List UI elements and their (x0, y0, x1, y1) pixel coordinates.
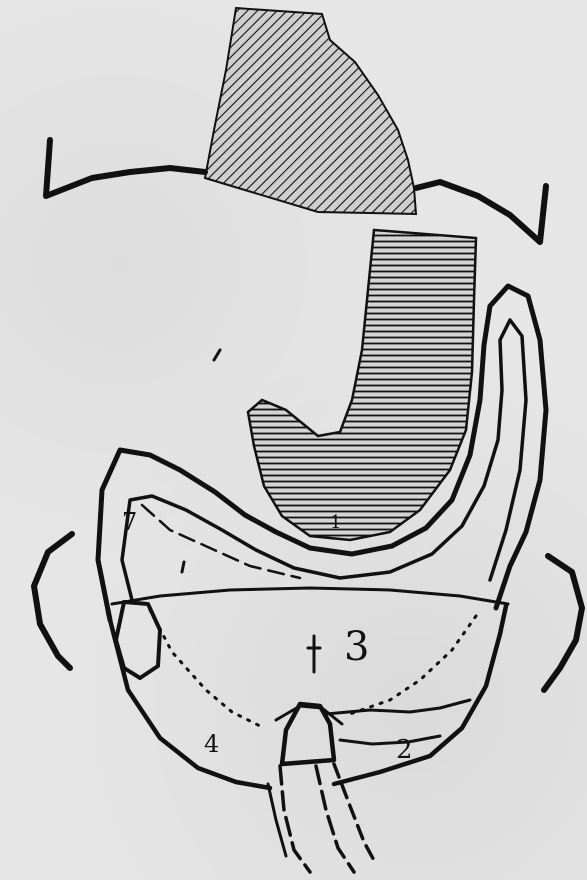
label-three: 3 (344, 624, 369, 670)
stray-mark-middle (182, 562, 184, 572)
dotted-line-left (150, 610, 260, 726)
left-oval-line (116, 602, 160, 678)
j-shaped-hatched-region (248, 230, 476, 540)
label-four: 4 (204, 730, 219, 758)
right-ear-line (544, 556, 582, 690)
left-ear-line (34, 534, 72, 668)
stray-mark-upper (214, 350, 220, 360)
lower-bowl-line (108, 612, 270, 788)
right-bracket-line (416, 182, 546, 242)
left-bracket-line (46, 140, 205, 196)
center-tick-mark (308, 636, 320, 672)
lower-right-line-b (340, 736, 440, 744)
lower-right-line-a (326, 700, 470, 714)
label-seven: 7 (122, 508, 137, 536)
label-two: 2 (396, 735, 413, 765)
dashed-channel-line (142, 505, 300, 578)
upper-hatched-region (205, 8, 416, 214)
central-trapezoid-rim (276, 706, 342, 724)
label-one: 1 (330, 512, 341, 533)
horizontal-division-line (112, 588, 508, 604)
